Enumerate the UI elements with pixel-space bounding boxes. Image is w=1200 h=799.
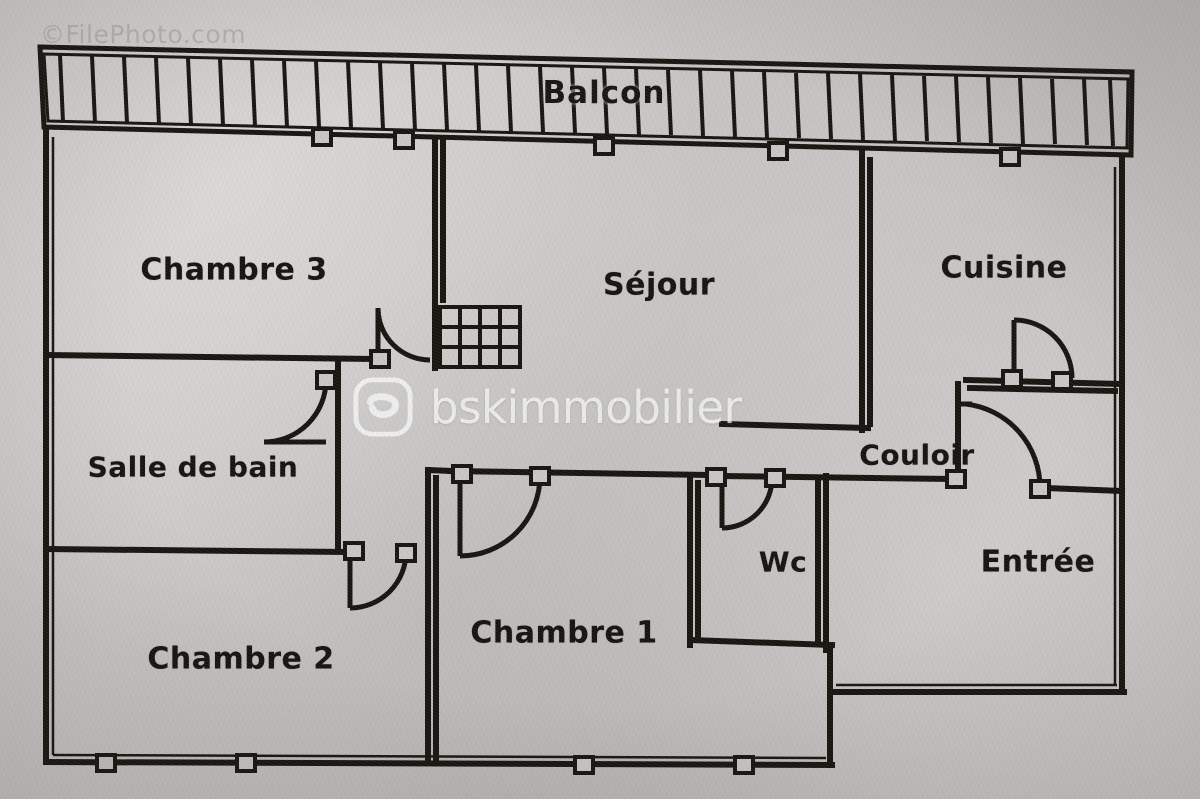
balcony-balusters (58, 54, 1115, 147)
interior-walls (42, 137, 1126, 765)
room-label-chambre-3: Chambre 3 (140, 252, 328, 288)
room-label-sejour: Séjour (603, 267, 715, 303)
balcony-band (37, 44, 1135, 158)
room-label-wc: Wc (758, 545, 808, 579)
room-label-salle-de-bain: Salle de bain (87, 450, 299, 484)
room-label-chambre-2: Chambre 2 (147, 641, 335, 677)
exterior-walls (42, 127, 1127, 769)
room-label-couloir: Couloir (859, 438, 975, 472)
placard-grid-fixture (438, 305, 522, 369)
room-label-balcon: Balcon (542, 75, 666, 111)
room-label-chambre-1: Chambre 1 (470, 615, 658, 651)
room-label-entree: Entrée (980, 544, 1096, 580)
room-label-cuisine: Cuisine (940, 250, 1068, 286)
exterior-walls-inner (51, 137, 1117, 760)
